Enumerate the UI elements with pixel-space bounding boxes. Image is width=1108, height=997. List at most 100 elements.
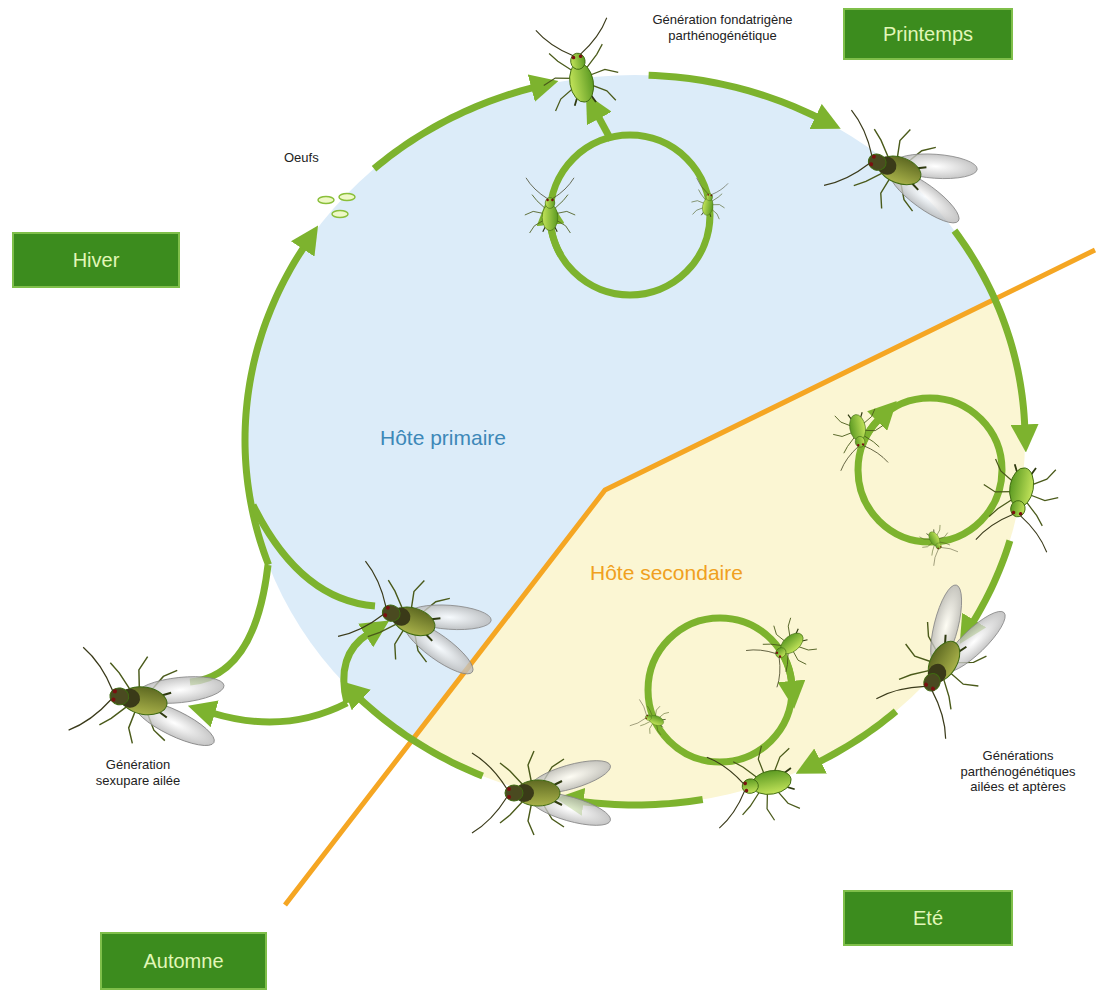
aphid-antenna [746,637,793,687]
cycle-arrow [374,87,534,168]
season-box: Automne [100,932,267,990]
secondary-host-region [200,244,1108,997]
aphid-eye [930,686,935,691]
apterous-aphid [630,699,670,738]
aphid-head [505,785,523,801]
aphid-antenna [976,509,1052,553]
egg [339,194,355,201]
egg-label: Oeufs [284,150,344,166]
aphid-head [645,714,653,721]
aphid-eye [937,547,939,549]
apterous-aphid [525,178,575,233]
season-name: Automne [143,950,223,973]
winged-aphid [337,559,499,686]
eggs [318,194,355,218]
label-text: Générations parthénogénétiques ailées et… [961,748,1076,794]
cycle-arrow [973,541,1010,623]
aphid-eye [862,443,865,446]
aphid-head [545,198,555,209]
aphid-leg [899,659,931,691]
season-name: Hiver [73,249,120,272]
cycle-arrows [190,75,1025,805]
host-label: Hôte primaire [380,425,560,450]
egg [332,211,348,218]
generation-label: Génération sexupare ailée [82,757,194,788]
aphid-leg [500,763,524,786]
season-box: Eté [843,890,1013,946]
winged-aphid [875,575,1019,740]
aphid-eye [112,689,117,694]
cycle-arrow [190,565,268,682]
apterous-aphid [689,178,728,220]
cycle-arrow [245,247,304,565]
host-label: Hôte secondaire [590,560,780,585]
cycle-arrow [818,711,896,762]
aphid-antenna [824,110,884,197]
aphid-eye [551,199,553,201]
aphid-antenna [472,753,507,833]
aphid-leg [554,195,568,209]
aphid-antenna [876,668,963,738]
aphid-head [866,152,888,173]
aphid-eye [507,795,511,799]
host-divider [285,250,1095,905]
aphid-eye [571,55,575,59]
cycle-arrow [581,799,703,805]
apterous-aphid [974,458,1063,553]
cycle-arrow [253,505,375,606]
label-text: Génération sexupare ailée [96,757,181,788]
aphid-leg [500,800,524,823]
aphid-eye [710,195,712,197]
label-text: Hôte secondaire [590,561,743,584]
aphid-leg [532,195,546,209]
aphid-antenna [837,442,888,471]
label-text: Oeufs [284,150,319,165]
season-box: Printemps [843,8,1013,60]
aphid-antenna [707,752,751,828]
aphid-antenna [536,18,612,62]
aphid-eye [775,651,778,654]
aphid-antenna [338,561,398,648]
aphid-antenna [694,178,728,197]
aphid-eye [507,787,511,791]
cycle-arrow [954,231,1024,428]
aphid-leg [380,580,410,610]
aphid-leg [939,538,950,549]
label-text: Hôte primaire [380,426,506,449]
generation-label: Générations parthénogénétiques ailées et… [948,748,1088,795]
cycle-arrow [344,634,368,703]
aphid-antenna [630,699,651,730]
aphid-head [774,646,788,660]
season-box: Hiver [12,232,180,288]
apterous-aphid [917,524,959,567]
label-text: Génération fondatrigène parthénogénétiqu… [652,12,792,43]
winged-aphid [472,751,614,835]
generation-loop [648,618,792,762]
generation-loop [858,398,1002,542]
aphid-eye [744,788,748,792]
aphid-antenna [928,541,958,566]
loop-arrow [782,654,791,684]
cycle-arrow [212,703,347,722]
aphid-head [380,603,402,624]
apterous-aphid [745,614,820,688]
aphid-eye [546,199,548,201]
apterous-aphid [706,741,801,830]
winged-aphid [823,108,985,235]
season-name: Printemps [883,23,973,46]
aphid-leg [866,129,896,159]
generation-label: Génération fondatrigène parthénogénétiqu… [640,12,805,43]
egg [318,197,334,204]
aphid-leg [645,706,656,716]
winged-aphid [68,645,230,758]
cycle-arrow [649,75,818,118]
apterous-aphid [830,408,889,471]
aphid-eye [1011,510,1015,514]
season-name: Eté [913,907,943,930]
aphid-antenna [69,647,120,736]
